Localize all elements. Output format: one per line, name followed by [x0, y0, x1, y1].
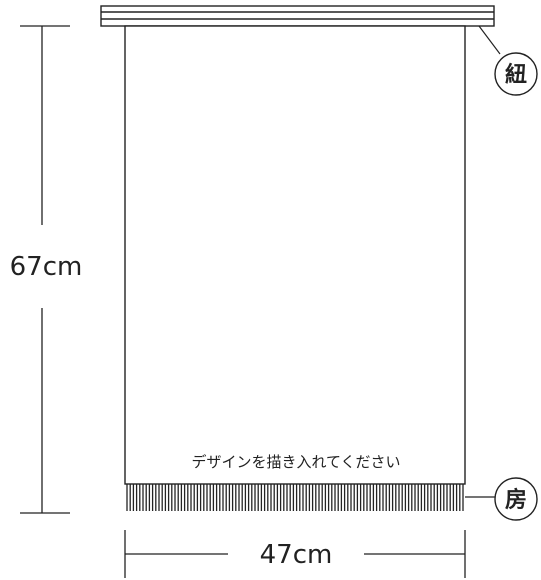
- design-prompt-text: デザインを描き入れてください: [191, 453, 400, 471]
- height-dimension: [20, 25, 70, 514]
- tassel-fringe: [126, 484, 464, 511]
- width-dimension: [124, 530, 466, 578]
- height-dimension-label: 67cm: [10, 252, 83, 282]
- hanging-rod: [100, 5, 495, 27]
- string-callout-circle: [494, 52, 538, 96]
- banner-body: [124, 25, 466, 485]
- tassel-callout: 房: [465, 477, 538, 521]
- tassel-callout-circle: [494, 477, 538, 521]
- tassel-callout-label: 房: [505, 487, 527, 513]
- string-callout-label: 紐: [505, 62, 527, 88]
- string-callout: 紐: [478, 25, 538, 96]
- width-dimension-label: 47cm: [260, 540, 333, 570]
